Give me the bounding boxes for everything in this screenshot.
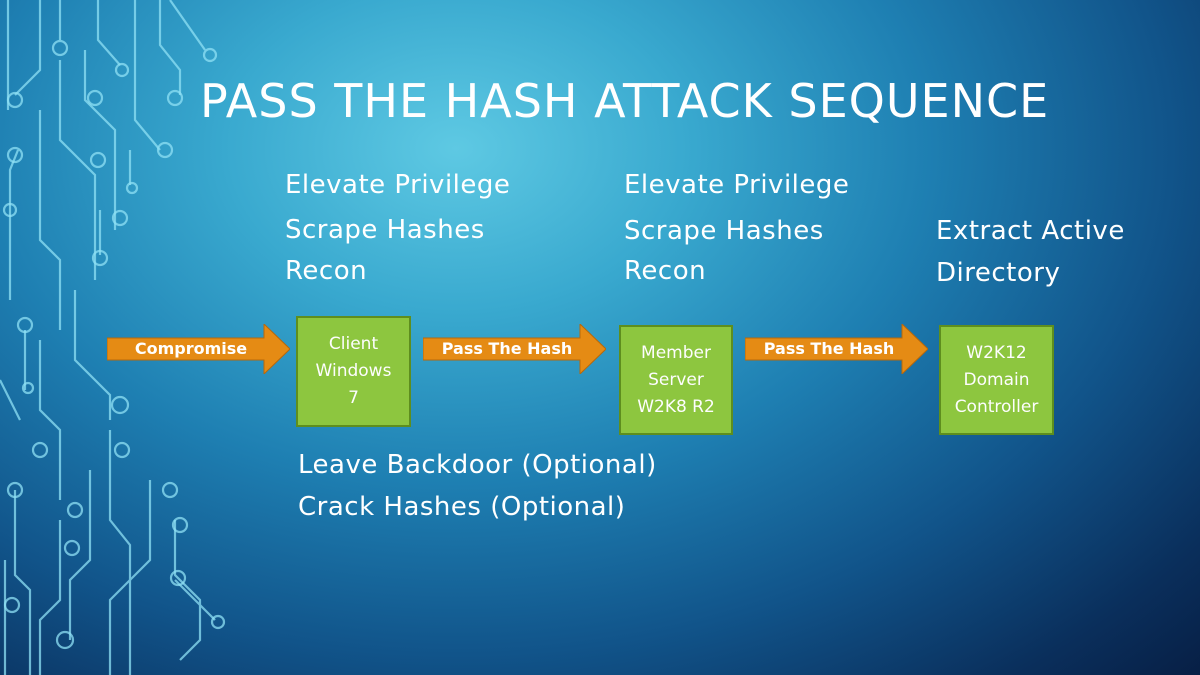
right-arrow-icon bbox=[107, 324, 290, 374]
node-label: W2K12 bbox=[966, 342, 1027, 363]
node-label: Controller bbox=[954, 396, 1039, 417]
node-label: Member bbox=[641, 342, 711, 363]
arrow-label: Compromise bbox=[134, 339, 248, 358]
circuit-lines-decoration bbox=[0, 0, 226, 675]
node-label: 7 bbox=[348, 388, 359, 408]
right-arrow-icon bbox=[423, 324, 606, 374]
arrow-label: Pass The Hash bbox=[441, 339, 573, 358]
arrow-compromise: Compromise bbox=[107, 324, 290, 374]
steps-above-domain-controller: Extract Active Directory bbox=[936, 218, 1176, 298]
steps-below-client: Leave Backdoor (Optional) Crack Hashes (… bbox=[298, 452, 718, 532]
node-label: Windows bbox=[315, 361, 392, 381]
right-arrow-icon bbox=[745, 324, 928, 374]
node-label: W2K8 R2 bbox=[637, 396, 715, 417]
step-label: Directory bbox=[936, 258, 1061, 288]
step-label: Recon bbox=[624, 256, 707, 286]
node-label: Client bbox=[328, 334, 379, 354]
node-client-windows-7: Client Windows 7 bbox=[296, 316, 411, 427]
step-label: Leave Backdoor (Optional) bbox=[298, 450, 657, 480]
steps-above-client: Elevate Privilege Scrape Hashes Recon bbox=[285, 172, 545, 292]
step-label: Elevate Privilege bbox=[285, 170, 511, 200]
step-label: Scrape Hashes bbox=[285, 215, 485, 245]
slide-title: PASS THE HASH ATTACK SEQUENCE bbox=[200, 74, 1050, 128]
step-label: Elevate Privilege bbox=[624, 170, 850, 200]
node-member-server: Member Server W2K8 R2 bbox=[619, 325, 733, 435]
step-label: Extract Active bbox=[936, 216, 1125, 246]
node-label: Domain bbox=[963, 369, 1030, 390]
arrow-pass-the-hash-1: Pass The Hash bbox=[423, 324, 606, 374]
step-label: Scrape Hashes bbox=[624, 216, 824, 246]
node-label: Server bbox=[648, 369, 704, 390]
step-label: Crack Hashes (Optional) bbox=[298, 492, 626, 522]
step-label: Recon bbox=[285, 256, 368, 286]
arrow-label: Pass The Hash bbox=[763, 339, 895, 358]
arrow-pass-the-hash-2: Pass The Hash bbox=[745, 324, 928, 374]
steps-above-member-server: Elevate Privilege Scrape Hashes Recon bbox=[624, 172, 884, 292]
node-domain-controller: W2K12 Domain Controller bbox=[939, 325, 1054, 435]
